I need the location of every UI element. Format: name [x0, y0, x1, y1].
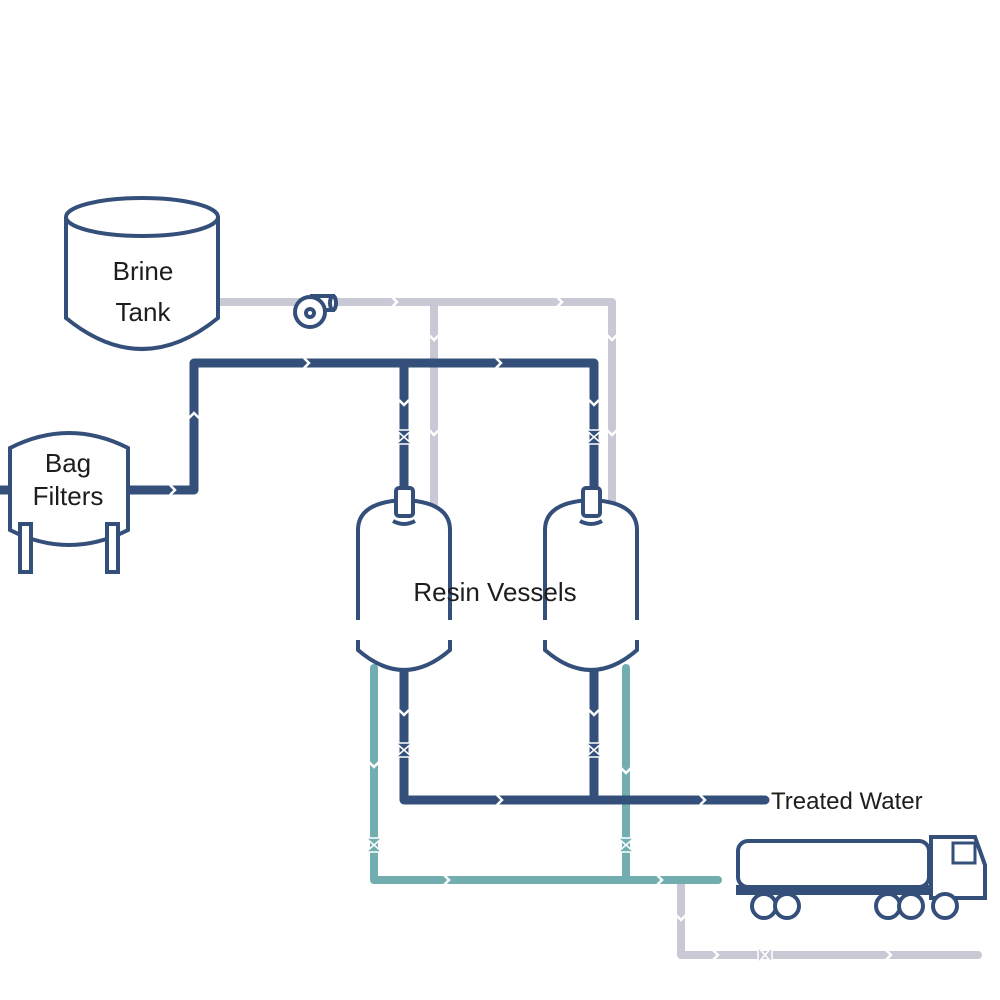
- flow-arrow-icon: [169, 484, 177, 496]
- valves: [364, 429, 773, 965]
- bag-filters-label-2: Filters: [33, 481, 104, 511]
- brine-line: [214, 298, 982, 959]
- flow-arrow-icon: [443, 874, 451, 886]
- valve-icon: [757, 945, 773, 965]
- flow-arrow-icon: [398, 709, 410, 717]
- flow-arrow-icon: [495, 357, 503, 369]
- valve-icon: [364, 837, 636, 853]
- flow-arrow-icon: [606, 429, 618, 437]
- flow-arrow-icon: [428, 334, 440, 342]
- flow-arrow-icon: [496, 794, 504, 806]
- brine-tank-label-2: Tank: [116, 297, 172, 327]
- valve-icon: [394, 429, 604, 758]
- waste-line: [370, 664, 722, 884]
- flow-arrow-icon: [885, 949, 893, 961]
- brine-tank: [64, 196, 220, 351]
- bag-filters: [8, 431, 130, 574]
- flow-arrow-icon: [391, 296, 399, 308]
- truck-icon: [736, 835, 987, 920]
- flow-arrow-icon: [428, 429, 440, 437]
- brine-tank-label-1: Brine: [113, 256, 174, 286]
- flow-arrow-icon: [588, 709, 600, 717]
- flow-arrow-icon: [398, 399, 410, 407]
- flow-arrow-icon: [620, 767, 632, 775]
- resin-vessel-1: [356, 486, 452, 672]
- flow-arrow-icon: [675, 914, 687, 922]
- bag-filters-label-1: Bag: [45, 448, 91, 478]
- flow-arrow-icon: [588, 399, 600, 407]
- resin-vessel-2: [543, 486, 639, 672]
- treated-water-label: Treated Water: [771, 788, 923, 815]
- flow-arrow-icon: [656, 874, 664, 886]
- flow-arrow-icon: [303, 357, 311, 369]
- flow-arrow-icon: [606, 334, 618, 342]
- flow-arrow-icon: [188, 411, 200, 419]
- flow-arrow-icon: [556, 296, 564, 308]
- flow-arrow-icon: [712, 949, 720, 961]
- pump-icon: [293, 294, 338, 329]
- resin-vessels-label: Resin Vessels: [413, 577, 576, 607]
- flow-arrow-icon: [368, 761, 380, 769]
- flow-arrow-icon: [633, 949, 641, 961]
- flow-arrows: [169, 296, 893, 961]
- flow-arrow-icon: [699, 794, 707, 806]
